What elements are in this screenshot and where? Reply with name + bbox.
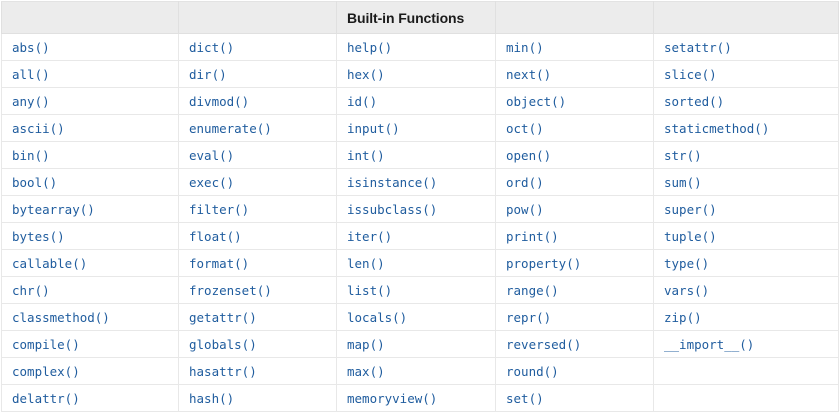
- table-row: abs()dict()help()min()setattr(): [1, 33, 839, 61]
- function-cell[interactable]: id(): [336, 87, 496, 115]
- function-cell[interactable]: input(): [336, 114, 496, 142]
- function-cell[interactable]: vars(): [653, 276, 839, 304]
- function-cell[interactable]: memoryview(): [336, 384, 496, 412]
- table-row: bin()eval()int()open()str(): [1, 141, 839, 169]
- function-cell[interactable]: __import__(): [653, 330, 839, 358]
- function-cell[interactable]: next(): [495, 60, 654, 88]
- function-cell[interactable]: float(): [178, 222, 337, 250]
- function-cell[interactable]: any(): [1, 87, 179, 115]
- function-cell[interactable]: int(): [336, 141, 496, 169]
- function-cell[interactable]: help(): [336, 33, 496, 61]
- function-cell[interactable]: oct(): [495, 114, 654, 142]
- function-cell[interactable]: hash(): [178, 384, 337, 412]
- function-cell[interactable]: callable(): [1, 249, 179, 277]
- function-cell[interactable]: dir(): [178, 60, 337, 88]
- function-cell[interactable]: all(): [1, 60, 179, 88]
- header-row: Built-in Functions: [1, 1, 839, 34]
- function-cell[interactable]: abs(): [1, 33, 179, 61]
- table-row: bytearray()filter()issubclass()pow()supe…: [1, 195, 839, 223]
- function-cell[interactable]: hasattr(): [178, 357, 337, 385]
- function-cell[interactable]: max(): [336, 357, 496, 385]
- header-cell-1: [1, 1, 179, 34]
- table-header: Built-in Functions: [1, 1, 839, 34]
- table-row: bool()exec()isinstance()ord()sum(): [1, 168, 839, 196]
- table-row: classmethod()getattr()locals()repr()zip(…: [1, 303, 839, 331]
- function-cell[interactable]: classmethod(): [1, 303, 179, 331]
- function-cell[interactable]: print(): [495, 222, 654, 250]
- function-cell[interactable]: str(): [653, 141, 839, 169]
- function-cell[interactable]: hex(): [336, 60, 496, 88]
- function-cell[interactable]: getattr(): [178, 303, 337, 331]
- function-cell[interactable]: min(): [495, 33, 654, 61]
- function-cell[interactable]: eval(): [178, 141, 337, 169]
- function-cell[interactable]: type(): [653, 249, 839, 277]
- function-cell[interactable]: open(): [495, 141, 654, 169]
- function-cell[interactable]: chr(): [1, 276, 179, 304]
- function-cell[interactable]: globals(): [178, 330, 337, 358]
- function-cell[interactable]: bool(): [1, 168, 179, 196]
- function-cell[interactable]: divmod(): [178, 87, 337, 115]
- table-row: compile()globals()map()reversed()__impor…: [1, 330, 839, 358]
- table-row: delattr()hash()memoryview()set(): [1, 384, 839, 412]
- function-cell[interactable]: reversed(): [495, 330, 654, 358]
- function-cell[interactable]: staticmethod(): [653, 114, 839, 142]
- table-row: callable()format()len()property()type(): [1, 249, 839, 277]
- function-cell[interactable]: setattr(): [653, 33, 839, 61]
- function-cell[interactable]: range(): [495, 276, 654, 304]
- function-cell[interactable]: issubclass(): [336, 195, 496, 223]
- table-body: abs()dict()help()min()setattr()all()dir(…: [1, 33, 839, 412]
- table-row: chr()frozenset()list()range()vars(): [1, 276, 839, 304]
- empty-cell: [653, 384, 839, 412]
- function-cell[interactable]: round(): [495, 357, 654, 385]
- function-cell[interactable]: property(): [495, 249, 654, 277]
- function-cell[interactable]: repr(): [495, 303, 654, 331]
- function-cell[interactable]: tuple(): [653, 222, 839, 250]
- function-cell[interactable]: locals(): [336, 303, 496, 331]
- function-cell[interactable]: pow(): [495, 195, 654, 223]
- function-cell[interactable]: slice(): [653, 60, 839, 88]
- header-cell-5: [653, 1, 839, 34]
- function-cell[interactable]: super(): [653, 195, 839, 223]
- function-cell[interactable]: compile(): [1, 330, 179, 358]
- function-cell[interactable]: bytes(): [1, 222, 179, 250]
- function-cell[interactable]: bytearray(): [1, 195, 179, 223]
- function-cell[interactable]: frozenset(): [178, 276, 337, 304]
- empty-cell: [653, 357, 839, 385]
- function-cell[interactable]: set(): [495, 384, 654, 412]
- header-cell-2: [178, 1, 337, 34]
- function-cell[interactable]: complex(): [1, 357, 179, 385]
- function-cell[interactable]: object(): [495, 87, 654, 115]
- function-cell[interactable]: len(): [336, 249, 496, 277]
- table-row: bytes()float()iter()print()tuple(): [1, 222, 839, 250]
- function-cell[interactable]: sum(): [653, 168, 839, 196]
- function-cell[interactable]: list(): [336, 276, 496, 304]
- function-cell[interactable]: sorted(): [653, 87, 839, 115]
- function-cell[interactable]: format(): [178, 249, 337, 277]
- function-cell[interactable]: isinstance(): [336, 168, 496, 196]
- function-cell[interactable]: dict(): [178, 33, 337, 61]
- function-cell[interactable]: map(): [336, 330, 496, 358]
- header-cell-4: [495, 1, 654, 34]
- function-cell[interactable]: enumerate(): [178, 114, 337, 142]
- function-cell[interactable]: ord(): [495, 168, 654, 196]
- function-cell[interactable]: delattr(): [1, 384, 179, 412]
- table-row: ascii()enumerate()input()oct()staticmeth…: [1, 114, 839, 142]
- table-row: all()dir()hex()next()slice(): [1, 60, 839, 88]
- function-cell[interactable]: iter(): [336, 222, 496, 250]
- function-cell[interactable]: exec(): [178, 168, 337, 196]
- function-cell[interactable]: zip(): [653, 303, 839, 331]
- function-cell[interactable]: filter(): [178, 195, 337, 223]
- function-cell[interactable]: ascii(): [1, 114, 179, 142]
- table-title: Built-in Functions: [336, 1, 496, 34]
- table-row: complex()hasattr()max()round(): [1, 357, 839, 385]
- function-cell[interactable]: bin(): [1, 141, 179, 169]
- table-row: any()divmod()id()object()sorted(): [1, 87, 839, 115]
